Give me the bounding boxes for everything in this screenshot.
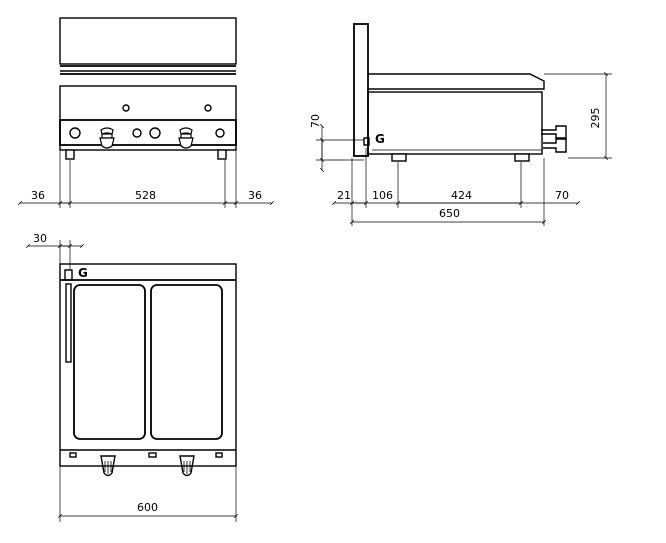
top-view: G 30 600 [25,232,239,522]
top-button [69,452,77,458]
dim-width-top: 600 [137,501,158,514]
front-backsplash [59,17,237,65]
front-view: 36 528 36 [17,17,275,208]
pilot-light [204,104,212,112]
dim-width: 528 [135,189,156,202]
control-knob [100,455,116,477]
dim-depth: 650 [439,207,460,220]
side-view: G 295 70 21 106 424 70 650 [309,23,612,226]
dim-gas-height: 70 [309,114,322,128]
top-button [148,452,157,458]
side-body [367,91,543,155]
ignition-button [215,128,225,138]
top-outline [59,263,237,467]
side-backsplash [353,23,369,157]
dim-gas-offset: 21 [337,189,351,202]
front-body [59,85,237,151]
dim-gas-pos: 30 [33,232,47,245]
top-button [215,452,223,458]
side-knob [541,125,567,139]
control-knob [99,127,115,149]
griddle-plate [150,284,223,440]
gas-inlet [363,137,370,146]
control-knob [179,455,195,477]
ignition-button [132,128,142,138]
foot [65,149,75,160]
side-knob [543,138,567,153]
dim-height: 295 [589,108,602,129]
gas-label-side: G [375,132,385,146]
ignition-button [69,127,81,139]
dim-right-offset: 36 [248,189,262,202]
control-knob [178,127,194,149]
gas-label-top: G [78,266,88,280]
dim-foot-span: 424 [451,189,472,202]
griddle-plate [73,284,146,440]
gas-pipe [65,283,72,363]
dim-foot-front: 106 [372,189,393,202]
gas-inlet [64,269,73,281]
foot [217,149,227,160]
foot [391,153,407,162]
dim-left-offset: 36 [31,189,45,202]
ignition-button [149,127,161,139]
foot [514,153,530,162]
control-panel [59,119,237,146]
side-top [368,73,545,90]
pilot-light [122,104,130,112]
dim-rear: 70 [555,189,569,202]
